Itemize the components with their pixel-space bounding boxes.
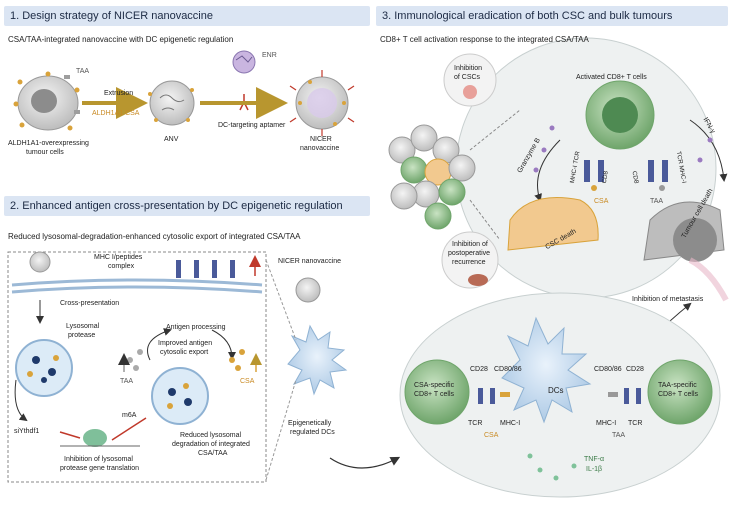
- label-epi-1: Epigenetically: [288, 420, 332, 427]
- panel3-header: 3. Immunological eradication of both CSC…: [376, 6, 728, 26]
- label-reduced-1: Reduced lysosomal: [180, 432, 242, 439]
- label-postop-1: Inhibition of: [452, 241, 488, 248]
- label-taa: TAA: [76, 68, 90, 75]
- label-lyso-1: Lysosomal: [66, 323, 100, 330]
- label-tnf: TNF-α: [584, 456, 604, 463]
- panel1-title: 1. Design strategy of NICER nanovaccine: [10, 10, 213, 22]
- label-nicer-2: nanovaccine: [300, 145, 340, 152]
- label-aptamer: DC-targeting aptamer: [218, 122, 286, 129]
- label-dcs: DCs: [548, 386, 564, 395]
- label-tcr-right: TCR: [628, 420, 643, 427]
- panel2-header: 2. Enhanced antigen cross-presentation b…: [4, 196, 370, 216]
- label-cd8086-right: CD80/86: [594, 366, 622, 373]
- label-processing: Antigen processing: [166, 324, 226, 331]
- label-taa-bottom: TAA: [612, 432, 626, 439]
- label-inhib-csc-1: Inhibition: [454, 65, 483, 72]
- label-improved-1: Improved antigen: [158, 340, 213, 347]
- label-p2-csa: CSA: [240, 378, 255, 385]
- label-p3-csa: CSA: [594, 198, 609, 205]
- label-nicer-1: NICER: [310, 136, 332, 143]
- label-reduced-2: degradation of integrated: [172, 441, 250, 448]
- panel3-title: 3. Immunological eradication of both CSC…: [382, 10, 673, 22]
- panel1-subtitle: CSA/TAA-integrated nanovaccine with DC e…: [8, 35, 234, 44]
- label-cd8086-left: CD80/86: [494, 366, 522, 373]
- label-postop-2: postoperative: [448, 250, 491, 257]
- label-epi-2: regulated DCs: [290, 429, 335, 436]
- label-m6a: m6A: [122, 412, 137, 419]
- label-cd28-left: CD28: [470, 366, 488, 373]
- label-inhib-1: Inhibition of lysosomal: [64, 456, 133, 463]
- label-inhib-2: protease gene translation: [60, 465, 139, 472]
- panel2-subtitle: Reduced lysosomal-degradation-enhanced c…: [8, 232, 301, 241]
- label-nicer-nano: NICER nanovaccine: [278, 258, 342, 265]
- label-csa-t-1: CSA-specific: [414, 382, 455, 389]
- label-improved-2: cytosolic export: [160, 349, 209, 356]
- panel3-subtitle: CD8+ T cell activation response to the i…: [380, 35, 589, 44]
- label-mhc-1: MHC I/peptides: [94, 254, 143, 261]
- panel2-artwork: [7, 251, 348, 483]
- label-tumour-cells-2: tumour cells: [26, 149, 64, 156]
- label-siythdf1: siYthdf1: [14, 428, 40, 435]
- panel1-artwork: [13, 50, 355, 136]
- label-aldh-csa: ALDH1A1 CSA: [92, 110, 140, 117]
- label-csa-bottom: CSA: [484, 432, 499, 439]
- label-p3-taa: TAA: [650, 198, 664, 205]
- label-tumour-cells-1: ALDH1A1-overexpressing: [8, 140, 89, 147]
- panel3-artwork: [329, 37, 729, 498]
- label-postop-3: recurrence: [452, 259, 486, 266]
- label-lyso-2: protease: [68, 332, 96, 339]
- label-mhc-right: MHC-I: [596, 420, 617, 427]
- label-il1b: IL-1β: [586, 466, 603, 473]
- panel1-header: 1. Design strategy of NICER nanovaccine: [4, 6, 370, 26]
- label-metastasis: Inhibition of metastasis: [632, 296, 704, 303]
- label-p2-taa: TAA: [120, 378, 134, 385]
- label-taa-t-2: CD8+ T cells: [658, 391, 699, 398]
- label-mhc-left: MHC-I: [500, 420, 521, 427]
- label-csa-t-2: CD8+ T cells: [414, 391, 455, 398]
- label-cd28-right: CD28: [626, 366, 644, 373]
- label-cross: Cross-presentation: [60, 300, 120, 307]
- label-extrusion: Extrusion: [104, 90, 134, 97]
- label-reduced-3: CSA/TAA: [198, 450, 228, 457]
- label-taa-t-1: TAA-specific: [658, 382, 697, 389]
- label-enr: ENR: [262, 52, 277, 59]
- label-mhc-2: complex: [108, 263, 135, 270]
- label-tcr-left: TCR: [468, 420, 483, 427]
- panel2-title: 2. Enhanced antigen cross-presentation b…: [10, 200, 343, 212]
- label-inhib-csc-2: of CSCs: [454, 74, 481, 81]
- label-cd8-right: CD8: [630, 170, 640, 184]
- label-anv: ANV: [164, 136, 179, 143]
- label-activated: Activated CD8+ T cells: [576, 74, 647, 81]
